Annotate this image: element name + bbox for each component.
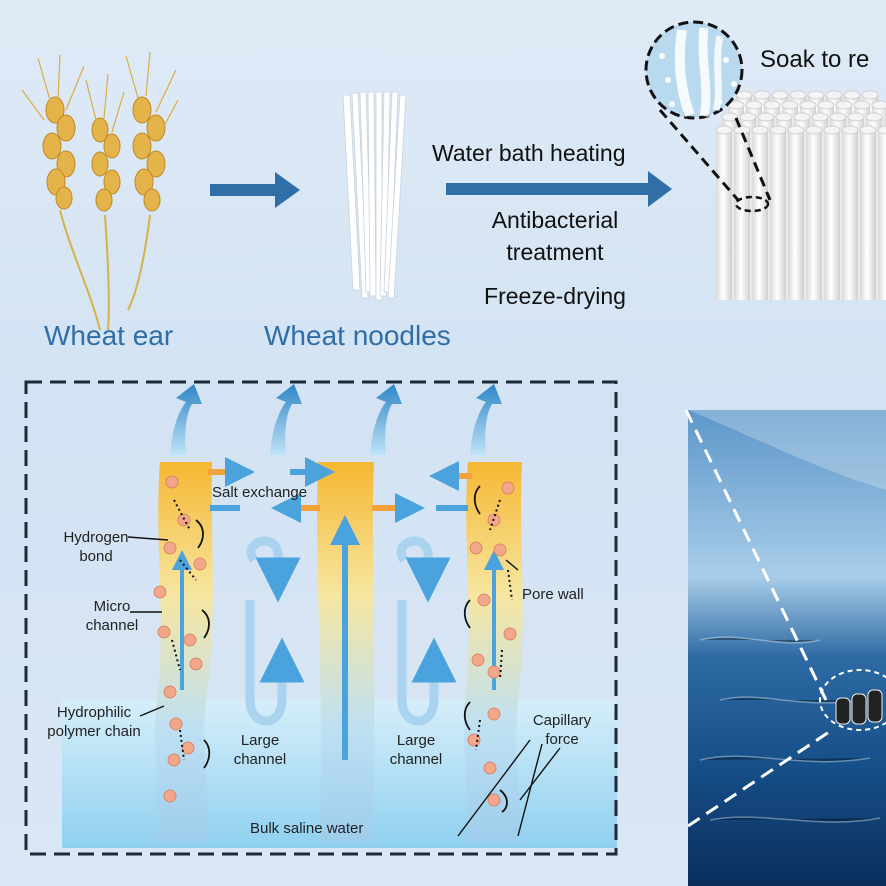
- large-channel-left-line1: Large: [240, 732, 280, 749]
- cylinder-body: [788, 130, 804, 300]
- cylinder-top: [829, 112, 847, 122]
- wheat-noodles-label: Wheat noodles: [264, 320, 451, 351]
- cylinder-top: [817, 100, 835, 110]
- micro-channel-label: Micro channel: [80, 597, 144, 635]
- cylinder-top: [865, 112, 883, 122]
- cylinder-body: [878, 130, 886, 300]
- mechanism-box: [24, 380, 618, 856]
- cylinder-top: [843, 90, 861, 100]
- bulk-water-label: Bulk saline water: [250, 820, 364, 837]
- cylinder-top: [753, 90, 771, 100]
- large-channel-right-label: Large channel: [384, 731, 448, 769]
- cylinder-body: [770, 130, 786, 300]
- cylinder-top: [763, 100, 781, 110]
- cylinder-body: [716, 130, 732, 300]
- cylinder-body: [860, 130, 876, 300]
- hydrogen-bond-label: Hydrogen bond: [60, 528, 132, 566]
- wheat-ear-illustration: [21, 51, 179, 331]
- step-antibacterial: Antibacterial: [491, 207, 619, 233]
- cylinder-top: [859, 125, 877, 135]
- cylinder-top: [847, 112, 865, 122]
- capillary-force-line2: force: [545, 731, 579, 748]
- capillary-force-label: Capillary force: [520, 711, 604, 749]
- cylinder-top: [805, 125, 823, 135]
- cylinder-top: [757, 112, 775, 122]
- cylinder-top: [877, 125, 886, 135]
- cylinder-top: [775, 112, 793, 122]
- cylinder-top: [735, 90, 753, 100]
- cylinder-top: [799, 100, 817, 110]
- large-channel-left-label: Large channel: [228, 731, 292, 769]
- cylinder-body: [824, 130, 840, 300]
- cylinder-top: [745, 100, 763, 110]
- cylinder-top: [789, 90, 807, 100]
- cylinder-top: [811, 112, 829, 122]
- cylinder-top: [861, 90, 879, 100]
- hydrogen-bond-line1: Hydrogen: [63, 529, 129, 546]
- cylinder-top: [721, 112, 739, 122]
- cylinder-top: [771, 90, 789, 100]
- pore-wall-label: Pore wall: [522, 586, 584, 603]
- step-treatment: treatment: [506, 239, 604, 265]
- arrow-noodles-to-processing: [446, 171, 672, 207]
- step-freeze-drying: Freeze-drying: [484, 283, 626, 309]
- large-channel-left-line2: channel: [233, 751, 287, 768]
- cylinder-top: [793, 112, 811, 122]
- cylinder-top: [871, 100, 886, 110]
- soak-label: Soak to re: [760, 46, 870, 73]
- cylinder-top: [841, 125, 859, 135]
- cylinder-top: [739, 112, 757, 122]
- cylinder-top: [781, 100, 799, 110]
- cylinder-top: [807, 90, 825, 100]
- cylinder-bundle: [715, 90, 886, 300]
- sea-photo: [684, 409, 886, 886]
- wheat-ear-label: Wheat ear: [44, 320, 174, 351]
- hydrogen-bond-line2: bond: [79, 548, 113, 565]
- large-channel-right-line2: channel: [389, 751, 443, 768]
- capillary-force-line1: Capillary: [532, 712, 592, 729]
- cylinder-body: [806, 130, 822, 300]
- cylinder-body: [842, 130, 858, 300]
- large-channel-right-line1: Large: [396, 732, 436, 749]
- hydrophilic-chain-line2: polymer chain: [47, 723, 141, 740]
- salt-exchange-label: Salt exchange: [212, 484, 308, 501]
- cylinder-top: [733, 125, 751, 135]
- cylinder-top: [751, 125, 769, 135]
- step-water-bath: Water bath heating: [432, 140, 626, 166]
- cylinder-top: [853, 100, 871, 110]
- cylinder-body: [734, 130, 750, 300]
- cylinder-body: [752, 130, 768, 300]
- cylinder-top: [769, 125, 787, 135]
- cylinder-top: [825, 90, 843, 100]
- micro-channel-line1: Micro: [93, 598, 131, 615]
- magnifier-inset: [644, 20, 772, 213]
- cylinder-top: [787, 125, 805, 135]
- hydrophilic-chain-line1: Hydrophilic: [56, 704, 132, 721]
- wheat-noodles-illustration: [342, 91, 407, 301]
- cylinder-top: [835, 100, 853, 110]
- arrow-ear-to-noodles: [210, 172, 300, 208]
- hydrophilic-chain-label: Hydrophilic polymer chain: [38, 703, 150, 741]
- micro-channel-line2: channel: [85, 617, 139, 634]
- cylinder-top: [715, 125, 733, 135]
- cylinder-top: [823, 125, 841, 135]
